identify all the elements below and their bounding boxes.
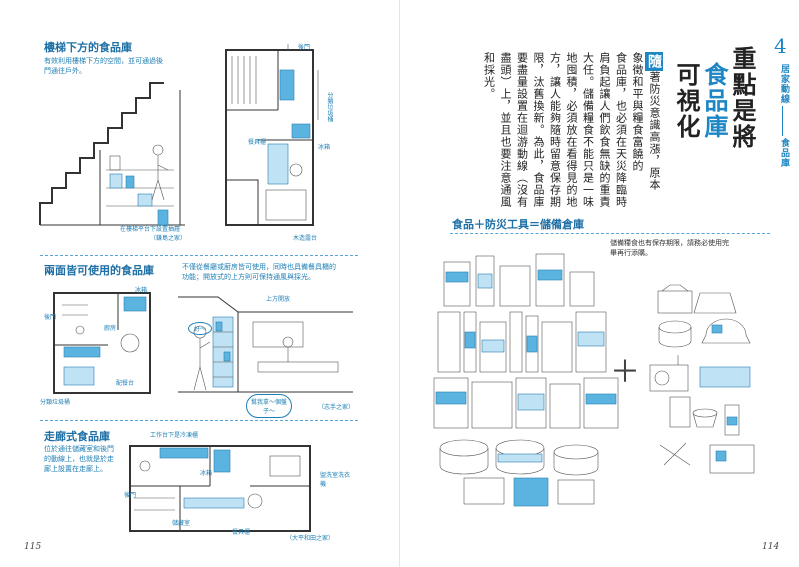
body-col-2: 象徵和平與糧食富饒的: [631, 52, 644, 172]
gutter: [399, 0, 400, 567]
right-page-number: 114: [762, 542, 780, 552]
section2-note: 不僅從餐廳或廚房皆可使用，同時也具備餐具櫃的功能；開放式的上方則可保持通風與採光…: [182, 263, 336, 281]
section1-caption: 在樓梯平台下設置抽屜: [120, 226, 181, 233]
right-page: 4 居家動線 食品庫 重點是將 食品庫 可視化 隨著防災意識高漲，原本 象徵和平…: [400, 0, 799, 567]
body-col-9: 要盡量設置在迴游動線（沒有: [515, 52, 529, 208]
body-col-6: 地囤積，必須放在看得見的地: [565, 52, 578, 208]
section2-label-serving: 配餐台: [116, 380, 135, 387]
section1-label-sorting: 分類垃圾桶: [326, 92, 333, 122]
section1-label-back-door: 後門: [298, 44, 311, 51]
left-page-number: 115: [24, 542, 42, 552]
chapter-label: 居家動線: [779, 64, 789, 104]
body-text: 隨著防災意識高漲，原本 象徵和平與糧食富饒的 食品庫，也必須在天災降臨時 肩負起…: [480, 52, 663, 258]
section3-label-storage: 儲藏室: [172, 520, 191, 527]
section2-label-sorting: 分類垃圾桶: [40, 399, 71, 406]
section3-credit: （大平和田之家）: [286, 535, 335, 542]
staircase-pantry-illustration: [39, 82, 185, 226]
title-line-1: 重點是將: [728, 46, 757, 150]
section3-title: 走廊式食品庫: [44, 430, 110, 443]
floor-plan-2: [53, 292, 151, 394]
left-page: 樓梯下方的食品庫 有效利用樓梯下方的空間，並可通過後門通往戶外。 在樓梯平台下設…: [0, 0, 399, 567]
divider-1: [40, 255, 358, 256]
section2-label-fridge: 冰箱: [135, 287, 148, 294]
section3-label-laundry: 盥洗室洗衣機: [320, 472, 351, 488]
section1-label-fridge: 冰箱: [318, 144, 331, 151]
section2-bubble-ok: 好～: [188, 322, 213, 335]
section2-label-kitchen: 廚房: [104, 325, 117, 332]
section2-bubble-plate: 幫我拿～個盤子～: [246, 394, 292, 418]
body-col-8: 限，汰舊換新。為此，食品庫: [532, 52, 545, 208]
body-col-5: 大任。儲備糧食不能只是一味: [581, 52, 595, 208]
body-col-4: 肩負起讓人們飲食無缺的重責: [598, 52, 611, 208]
section3-label-under-sink: 工作台下是冷凍櫃: [150, 432, 199, 439]
divider-2: [40, 420, 358, 421]
section1-credit: （鎌島之家）: [150, 235, 187, 242]
section1-label-wood-deck: 木造露台: [293, 235, 318, 242]
disaster-tools-illustration: [649, 284, 755, 474]
section2-title: 兩面皆可使用的食品庫: [44, 264, 154, 277]
section1-note: 有效利用樓梯下方的空間，並可通過後門通往戶外。: [44, 57, 163, 75]
section1-label-pantry: 餐具櫃: [248, 139, 267, 146]
body-col-10: 盡頭）上，並且也要注意通風: [499, 52, 512, 208]
chapter-number: 4: [774, 34, 787, 58]
equation-divider: [450, 233, 770, 234]
two-way-pantry-illustration: [178, 296, 353, 393]
equation-title: 食品＋防災工具＝儲備倉庫: [452, 218, 584, 231]
section3-label-back-door: 後門: [124, 492, 137, 499]
body-col-3: 食品庫，也必須在天災降臨時: [614, 52, 628, 208]
plus-sign: ＋: [610, 355, 640, 390]
chapter-topic: 食品庫: [779, 138, 789, 168]
section2-label-back-door: 後門: [44, 314, 57, 321]
body-col-7: 方，讓人能夠隨時留意保存期: [548, 52, 562, 208]
section2-credit: （志手之家）: [318, 404, 355, 411]
title-line-3: 可視化: [672, 62, 701, 140]
section3-note: 位於通往儲藏室和後門的動線上，也就是於走廊上設置在走廊上。: [44, 445, 114, 473]
equation-note: 儲備糧食也有保存期限，請務必使用完畢再行添購。: [610, 239, 729, 257]
title-line-2: 食品庫: [700, 62, 729, 140]
body-col-1: 著防災意識高漲，原本: [648, 71, 661, 191]
body-col-11: 和採光。: [482, 52, 496, 100]
section1-title: 樓梯下方的食品庫: [44, 41, 132, 54]
floor-plan-3: [129, 445, 311, 532]
chapter-rule: [782, 106, 783, 136]
food-stockpile-illustration: [433, 253, 619, 507]
section3-label-fridge: 冰箱: [200, 470, 213, 477]
drop-cap: 隨: [645, 52, 663, 71]
floor-plan-1: [225, 44, 319, 226]
section3-label-pantry: 餐具櫃: [232, 529, 251, 536]
section2-label-open-top: 上方開放: [266, 296, 291, 303]
